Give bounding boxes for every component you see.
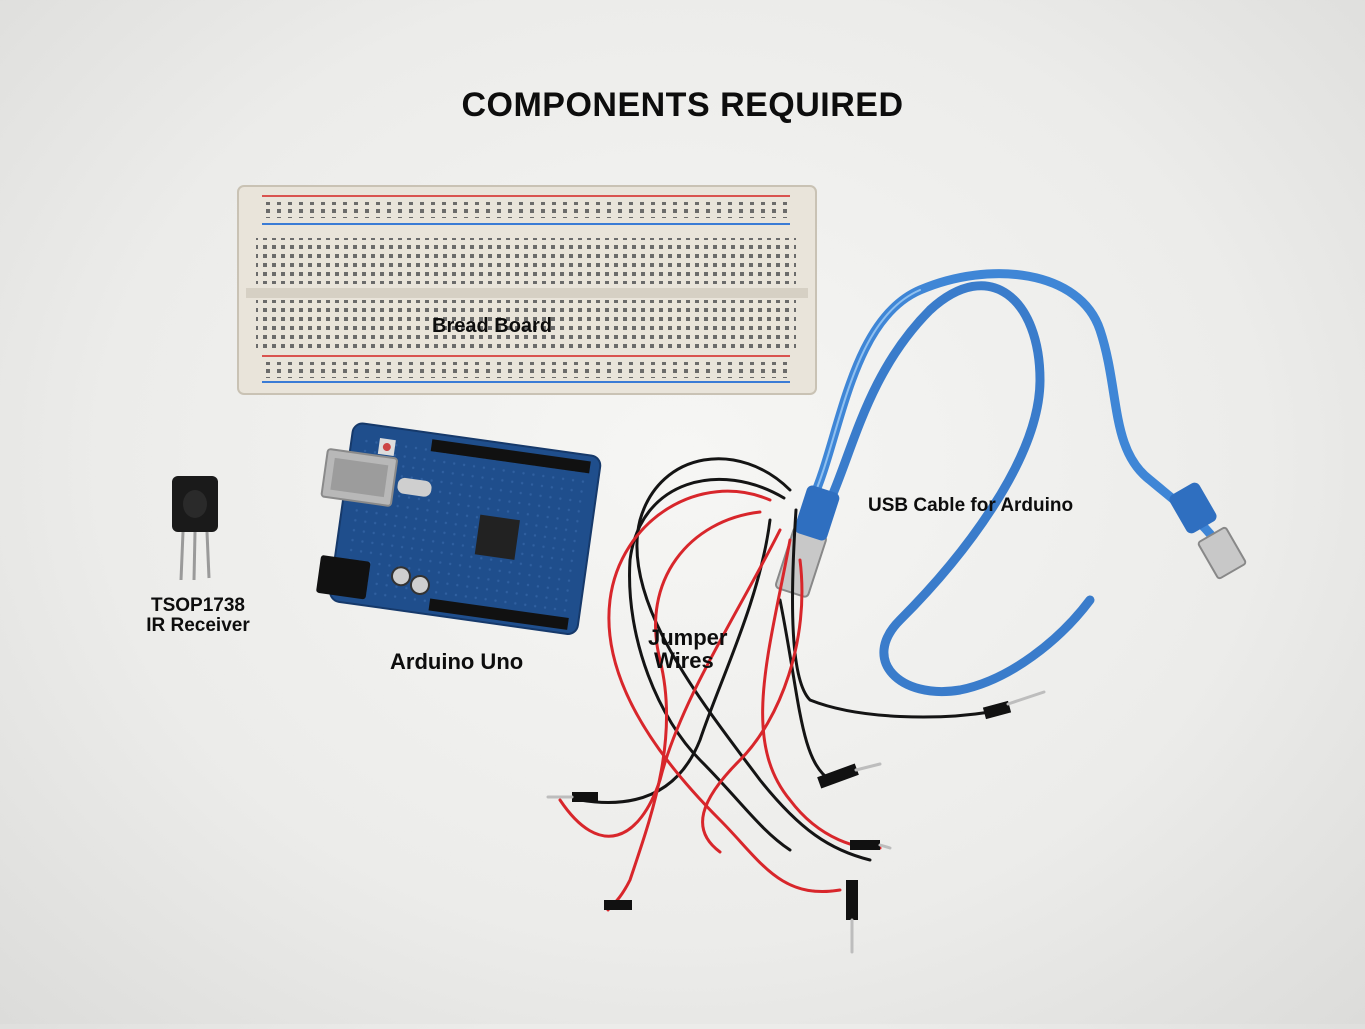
ir-receiver-label: TSOP1738 IR Receiver: [120, 596, 276, 636]
arduino-label: Arduino Uno: [390, 649, 524, 674]
usb-cable-label: USB Cable for Arduino: [868, 495, 1074, 516]
jumper-wires: [546, 457, 1046, 954]
page-title: COMPONENTS REQUIRED: [461, 86, 904, 124]
jumper-wires-label-line1: Jumper: [648, 625, 728, 650]
ir-receiver-label-line1: TSOP1738: [151, 595, 245, 616]
jumper-wires-label: Jumper Wires: [648, 626, 768, 672]
breadboard-label: Bread Board: [432, 315, 553, 337]
jumper-wires-label-line2: Wires: [654, 648, 714, 674]
usb-cable: [774, 269, 1247, 696]
ir-receiver: [172, 476, 218, 581]
arduino-board: [316, 422, 602, 635]
breadboard: [237, 185, 817, 395]
ir-receiver-label-line2: IR Receiver: [146, 614, 250, 636]
